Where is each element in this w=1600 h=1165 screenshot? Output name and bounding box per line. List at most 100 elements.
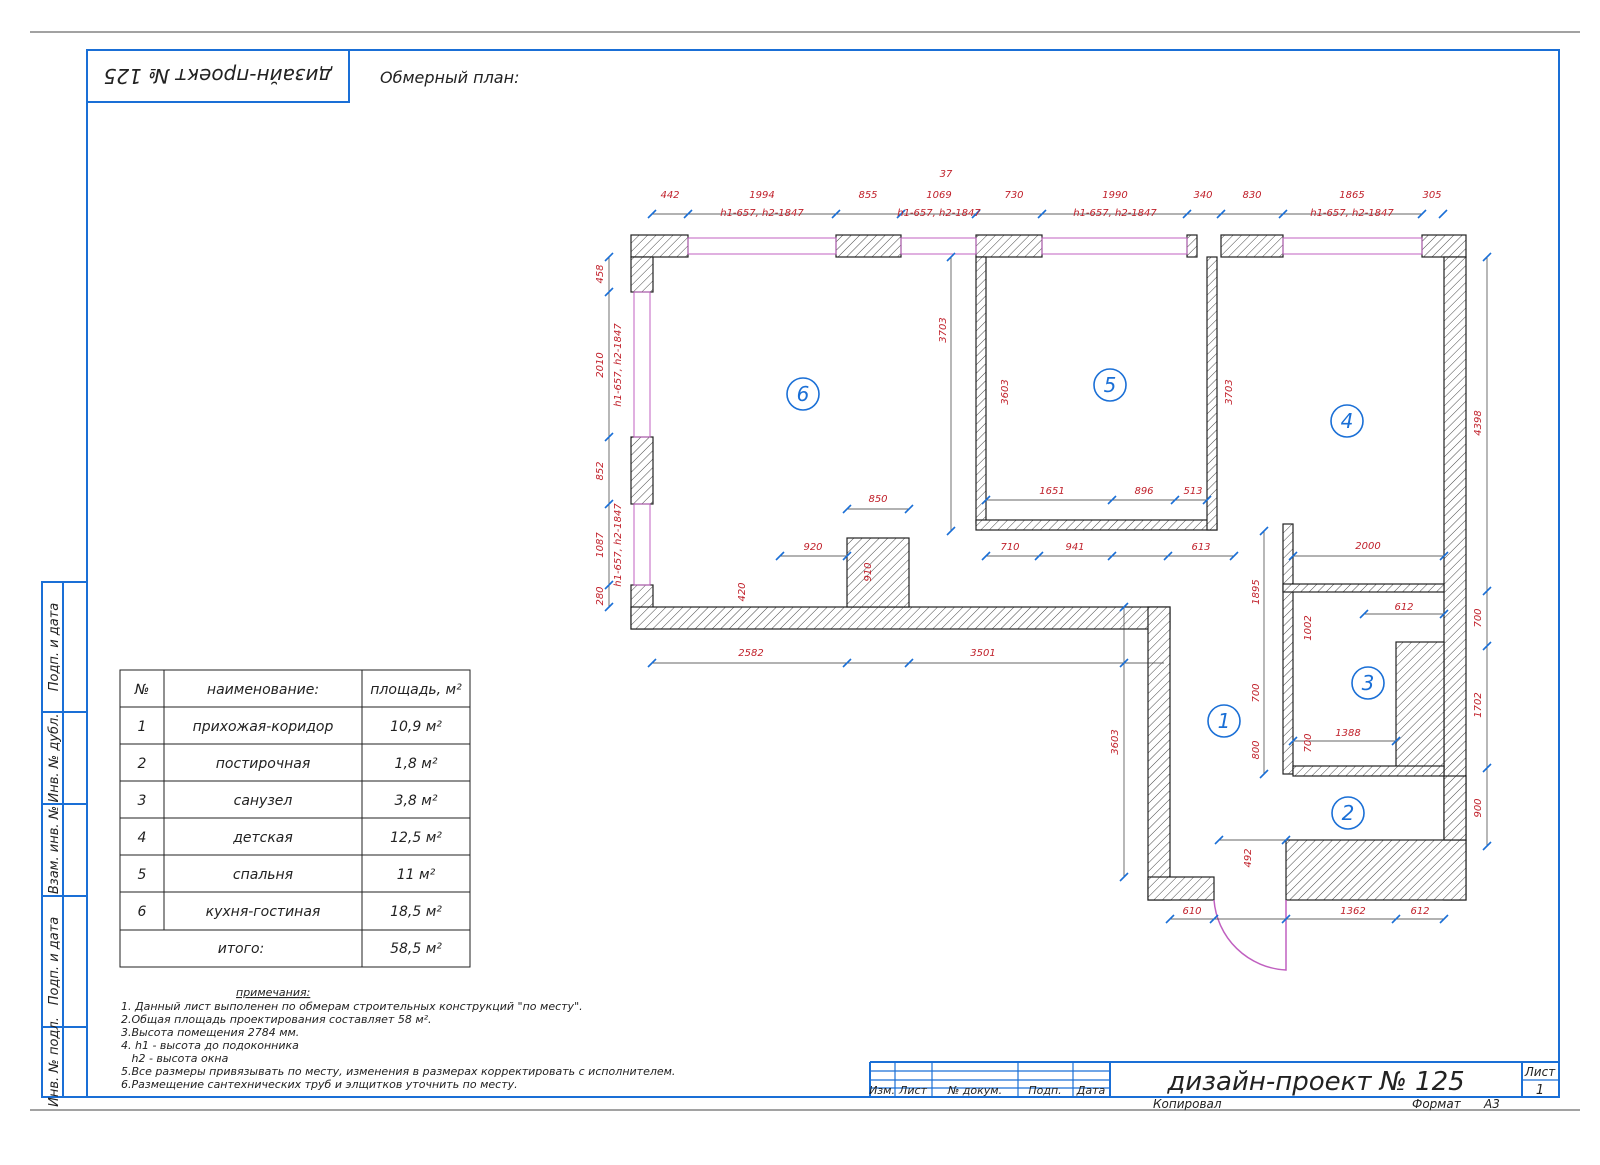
side-label-orig-inv: Инв. № подл. <box>47 1017 62 1107</box>
notes: примечания: 1. Данный лист выполенен по … <box>121 986 675 1091</box>
table-cell-area: 1,8 м² <box>395 756 438 772</box>
side-label-sign-date-2: Подп. и дата <box>47 917 62 1006</box>
room-marker-2: 2 <box>1342 801 1355 825</box>
dim-340: 340 <box>1193 190 1212 201</box>
tb-project-title: дизайн-проект № 125 <box>1166 1067 1464 1097</box>
side-label-sign-date-1: Подп. и дата <box>47 603 62 692</box>
table-cell-name: спальня <box>233 867 293 883</box>
corridor-dimensions: 3603 700 800 700 1388 900 492 610 1362 6… <box>1110 683 1484 917</box>
dim-850: 850 <box>868 494 887 505</box>
tb-col-sign: Подп. <box>1028 1084 1061 1097</box>
frame-border <box>86 49 1560 1098</box>
dim-700-step: 700 <box>1303 733 1314 752</box>
dim-37: 37 <box>940 169 953 180</box>
table-cell-num: 3 <box>138 793 147 809</box>
dim-442: 442 <box>660 190 679 201</box>
window-height-label: h1-657, h2-1847 <box>1073 208 1157 219</box>
note-line: h2 - высота окна <box>121 1052 229 1065</box>
table-header-name: наименование: <box>207 682 319 698</box>
dim-852: 852 <box>595 461 606 480</box>
dim-3703-r5: 3703 <box>1224 379 1235 404</box>
room5-dimensions: 3603 1651 896 513 710 941 613 3703 <box>1000 379 1235 553</box>
room-markers: 1 2 3 4 5 6 <box>786 368 1385 830</box>
dim-1087: 1087 <box>595 532 606 558</box>
dim-280: 280 <box>595 586 606 605</box>
rooms-table: № наименование: площадь, м² 1 прихожая-к… <box>119 669 471 968</box>
dim-830: 830 <box>1242 190 1261 201</box>
room-marker-6: 6 <box>797 382 810 406</box>
table-cell-name: детская <box>232 830 293 846</box>
dim-513: 513 <box>1183 486 1202 497</box>
tb-format-label: Формат <box>1412 1097 1462 1111</box>
dim-800: 800 <box>1251 740 1262 759</box>
windows <box>633 237 1423 586</box>
room-marker-3: 3 <box>1362 671 1375 695</box>
dim-1994: 1994 <box>749 190 774 201</box>
dim-1990: 1990 <box>1102 190 1127 201</box>
note-line: 6.Размещение сантехнических труб и элщит… <box>121 1078 518 1091</box>
room-marker-4: 4 <box>1341 409 1354 433</box>
dim-613: 613 <box>1191 542 1210 553</box>
table-cell-num: 1 <box>138 719 147 735</box>
dim-3501: 3501 <box>970 648 995 659</box>
table-cell-name: кухня-гостиная <box>206 904 321 920</box>
dim-730: 730 <box>1004 190 1023 201</box>
table-cell-area: 18,5 м² <box>390 904 442 920</box>
table-cell-num: 6 <box>138 904 147 920</box>
title-block: Изм. Лист № докум. Подп. Дата дизайн-про… <box>869 1061 1559 1111</box>
dim-700-corr: 700 <box>1251 683 1262 702</box>
tb-col-doc: № докум. <box>947 1084 1002 1097</box>
note-line: 3.Высота помещения 2784 мм. <box>121 1026 299 1039</box>
table-cell-area: 12,5 м² <box>390 830 442 846</box>
side-strip: Подп. и дата Инв. № дубл. Взам. инв. № П… <box>41 581 88 1107</box>
dim-1002: 1002 <box>1303 615 1314 640</box>
table-cell-num: 5 <box>138 867 147 883</box>
dimension-ticks <box>604 209 1492 924</box>
dim-1895: 1895 <box>1251 579 1262 604</box>
dim-2582: 2582 <box>738 648 763 659</box>
dim-900: 900 <box>1473 798 1484 817</box>
tb-format-value: А3 <box>1483 1097 1500 1111</box>
dim-3603-r5: 3603 <box>1000 379 1011 404</box>
dim-896: 896 <box>1134 486 1153 497</box>
table-cell-num: 4 <box>138 830 147 846</box>
entrance-door <box>1213 899 1287 971</box>
dim-3703-r6: 3703 <box>938 317 949 342</box>
room-marker-5: 5 <box>1104 373 1117 397</box>
plan-title: Обмерный план: <box>380 68 519 87</box>
room4-dimensions: 4398 2000 1895 700 1002 612 1702 <box>1251 410 1484 717</box>
table-header-num: № <box>134 682 150 698</box>
dim-1388: 1388 <box>1335 728 1360 739</box>
floor-plan: 442 1994 855 1069 37 730 1990 340 830 18… <box>595 169 1492 971</box>
dim-492: 492 <box>1243 848 1254 867</box>
table-cell-name: санузел <box>234 793 293 809</box>
dim-610: 610 <box>1182 906 1201 917</box>
dim-458: 458 <box>595 264 606 283</box>
tb-sheet-number: 1 <box>1536 1083 1544 1098</box>
note-line: 5.Все размеры привязывать по месту, изме… <box>121 1065 675 1078</box>
table-header-area: площадь, м² <box>370 682 462 698</box>
left-dimensions: 458 2010 852 1087 280 <box>595 264 606 605</box>
walls <box>630 234 1467 901</box>
table-cell-area: 3,8 м² <box>395 793 438 809</box>
stamp-text: дизайн-проект № 125 <box>104 64 334 88</box>
dim-920: 920 <box>803 542 822 553</box>
window-height-label: h1-657, h2-1847 <box>720 208 804 219</box>
tb-col-date: Дата <box>1076 1084 1106 1097</box>
tb-sheet-label: Лист <box>1524 1065 1556 1079</box>
dim-2000: 2000 <box>1355 541 1380 552</box>
dim-1069: 1069 <box>926 190 951 201</box>
dim-1702: 1702 <box>1473 692 1484 717</box>
dimension-lines <box>608 213 1488 920</box>
dim-700-bath: 700 <box>1473 608 1484 627</box>
dim-305: 305 <box>1422 190 1441 201</box>
side-label-dup-inv: Инв. № дубл. <box>47 714 62 803</box>
room6-dimensions: 3703 850 920 910 420 2582 3501 <box>737 317 996 659</box>
dim-855: 855 <box>858 190 877 201</box>
side-label-replace-inv: Взам. инв. № <box>47 806 62 894</box>
top-dimensions: 442 1994 855 1069 37 730 1990 340 830 18… <box>613 169 1442 587</box>
dim-941: 941 <box>1065 542 1084 553</box>
table-cell-area: 10,9 м² <box>390 719 442 735</box>
table-cell-name: постирочная <box>216 756 311 772</box>
